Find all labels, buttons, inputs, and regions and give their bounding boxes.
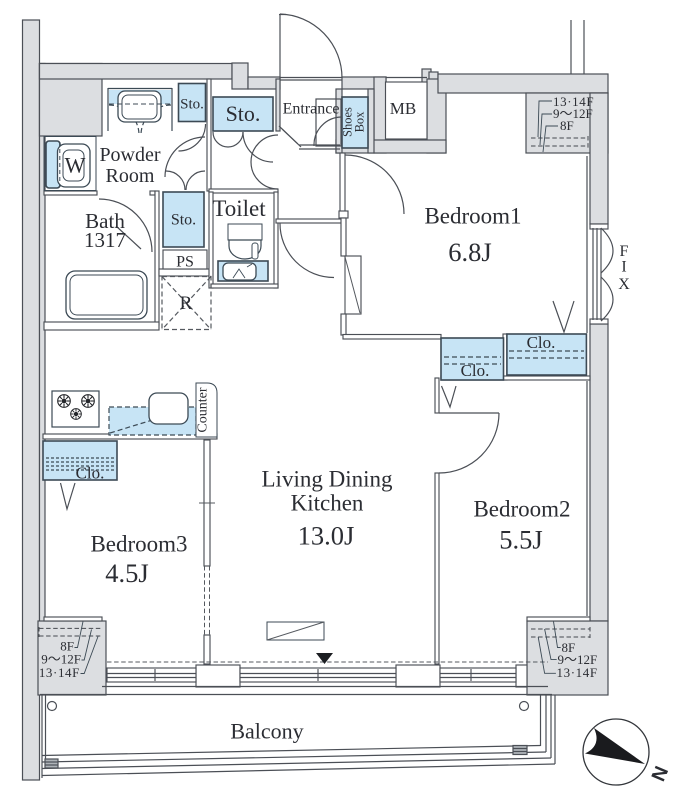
svg-text:Living Dining: Living Dining [262, 467, 393, 492]
svg-text:8F: 8F [562, 640, 576, 655]
svg-text:PS: PS [176, 254, 194, 271]
svg-text:R: R [180, 293, 193, 314]
svg-text:W: W [65, 153, 86, 178]
svg-text:MB: MB [390, 99, 416, 118]
svg-text:Clo.: Clo. [76, 464, 105, 483]
svg-text:Sto.: Sto. [171, 212, 196, 229]
svg-text:Bedroom3: Bedroom3 [90, 532, 187, 557]
svg-text:Bath: Bath [85, 209, 125, 233]
svg-text:13.0J: 13.0J [298, 521, 355, 551]
svg-text:Entrance: Entrance [283, 101, 340, 118]
svg-text:Balcony: Balcony [230, 719, 303, 744]
svg-text:9〜12F: 9〜12F [553, 106, 593, 121]
svg-text:Bedroom1: Bedroom1 [424, 204, 521, 229]
svg-text:6.8J: 6.8J [448, 237, 491, 267]
svg-text:9〜12F: 9〜12F [558, 652, 598, 667]
svg-text:8F: 8F [560, 118, 574, 133]
svg-text:Room: Room [106, 165, 155, 187]
svg-text:Clo.: Clo. [461, 361, 490, 380]
svg-text:Sto.: Sto. [226, 101, 261, 126]
svg-text:9〜12F: 9〜12F [41, 652, 81, 667]
svg-text:13·14F: 13·14F [557, 665, 598, 680]
svg-text:ShoesBox: ShoesBox [341, 107, 367, 137]
svg-text:4.5J: 4.5J [105, 558, 148, 588]
svg-text:Bedroom2: Bedroom2 [473, 497, 570, 522]
svg-text:Toilet: Toilet [212, 196, 266, 221]
svg-text:8F: 8F [60, 639, 74, 654]
svg-text:I: I [621, 259, 626, 276]
svg-text:1317: 1317 [84, 228, 126, 252]
svg-text:13·14F: 13·14F [39, 665, 80, 680]
svg-text:Powder: Powder [99, 144, 160, 166]
svg-text:F: F [620, 243, 629, 260]
svg-text:Kitchen: Kitchen [291, 491, 364, 516]
svg-text:5.5J: 5.5J [499, 525, 542, 555]
svg-text:X: X [618, 276, 630, 293]
svg-text:Clo.: Clo. [527, 333, 556, 352]
svg-text:Sto.: Sto. [180, 97, 204, 113]
svg-text:13·14F: 13·14F [553, 94, 594, 109]
svg-text:Counter: Counter [196, 387, 211, 432]
